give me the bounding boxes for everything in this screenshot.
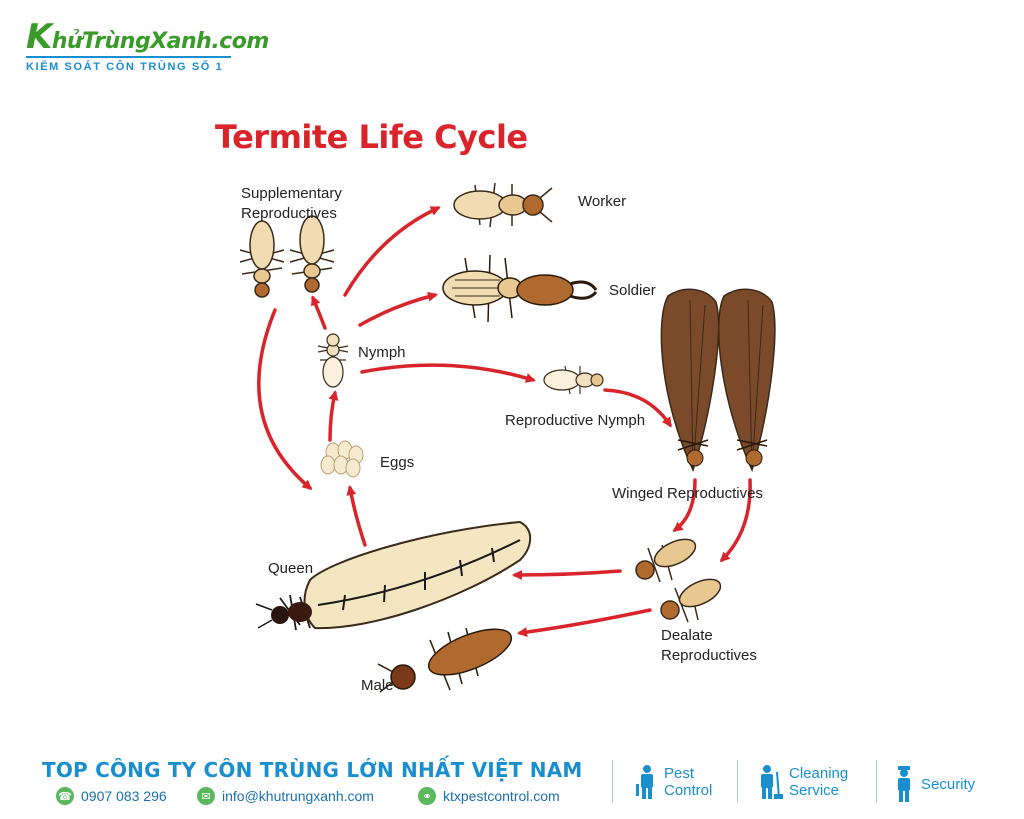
arrow-nymph-to-worker — [343, 206, 441, 297]
label-supplementary-reproductives: Supplementary Reproductives — [241, 185, 342, 222]
brand-logo: KhửTrùngXanh.com KIỂM SOÁT CÔN TRÙNG SỐ … — [26, 20, 269, 73]
pest-control-worker-icon — [636, 765, 653, 799]
service-security[interactable]: Security — [893, 766, 975, 802]
supplementary-reproductive-icon — [239, 215, 335, 298]
logo-tagline: KIỂM SOÁT CÔN TRÙNG SỐ 1 — [26, 61, 224, 73]
diagram-title: Termite Life Cycle — [215, 118, 528, 156]
label-dealate-reproductives: Dealate Reproductives — [661, 627, 757, 664]
label-eggs: Eggs — [380, 454, 415, 471]
footer-divider — [876, 760, 877, 802]
footer-website[interactable]: ⚭ ktxpestcontrol.com — [418, 787, 560, 805]
footer-divider — [737, 760, 738, 802]
arrow-dealate-to-male — [517, 608, 652, 638]
arrow-nymph-to-repro-nymph — [360, 363, 536, 383]
security-guard-icon — [898, 766, 910, 802]
arrow-queen-to-eggs — [346, 485, 367, 547]
footer-slogan: TOP CÔNG TY CÔN TRÙNG LỚN NHẤT VIỆT NAM — [42, 758, 583, 782]
arrow-winged-to-dealate-1 — [672, 478, 697, 532]
label-queen: Queen — [268, 560, 314, 577]
male-termite-icon — [377, 627, 513, 693]
eggs-icon — [320, 440, 364, 478]
arrow-repro-nymph-to-winged — [603, 388, 672, 428]
cleaning-worker-icon — [761, 765, 783, 799]
service-cleaning[interactable]: Cleaning Service — [757, 764, 848, 800]
label-male: Male — [361, 677, 394, 694]
arrow-dealate-to-queen — [512, 569, 622, 580]
arrow-nymph-to-soldier — [358, 291, 438, 327]
footer-email[interactable]: ✉ info@khutrungxanh.com — [197, 787, 374, 805]
arrow-nymph-to-supplementary — [311, 295, 327, 330]
cycle-arrows — [257, 206, 752, 638]
label-winged-reproductives: Winged Reproductives — [612, 485, 763, 502]
winged-reproductive-icon — [660, 288, 776, 473]
logo-underline — [26, 56, 231, 58]
label-reproductive-nymph: Reproductive Nymph — [505, 412, 646, 429]
globe-icon: ⚭ — [418, 787, 436, 805]
arrow-winged-to-dealate-2 — [719, 478, 752, 563]
nymph-termite-icon — [317, 333, 349, 388]
soldier-termite-icon — [442, 254, 598, 323]
reproductive-nymph-icon — [543, 365, 604, 395]
mail-icon: ✉ — [197, 787, 215, 805]
footer-divider — [612, 760, 613, 802]
footer-bar: TOP CÔNG TY CÔN TRÙNG LỚN NHẤT VIỆT NAM … — [0, 750, 1024, 819]
label-soldier: Soldier — [609, 282, 656, 299]
worker-termite-icon — [453, 182, 553, 228]
label-worker: Worker — [578, 193, 627, 210]
footer-phone[interactable]: ☎ 0907 083 296 — [56, 787, 167, 805]
label-nymph: Nymph — [358, 344, 406, 361]
service-pest-control[interactable]: Pest Control — [636, 764, 712, 800]
queen-termite-icon — [255, 520, 532, 631]
dealate-reproductive-icon — [635, 538, 722, 623]
logo-wordmark: KhửTrùngXanh.com — [26, 17, 269, 57]
arrow-supplementary-to-eggs — [257, 308, 313, 490]
phone-icon: ☎ — [56, 787, 74, 805]
arrow-eggs-to-nymph — [328, 390, 339, 442]
